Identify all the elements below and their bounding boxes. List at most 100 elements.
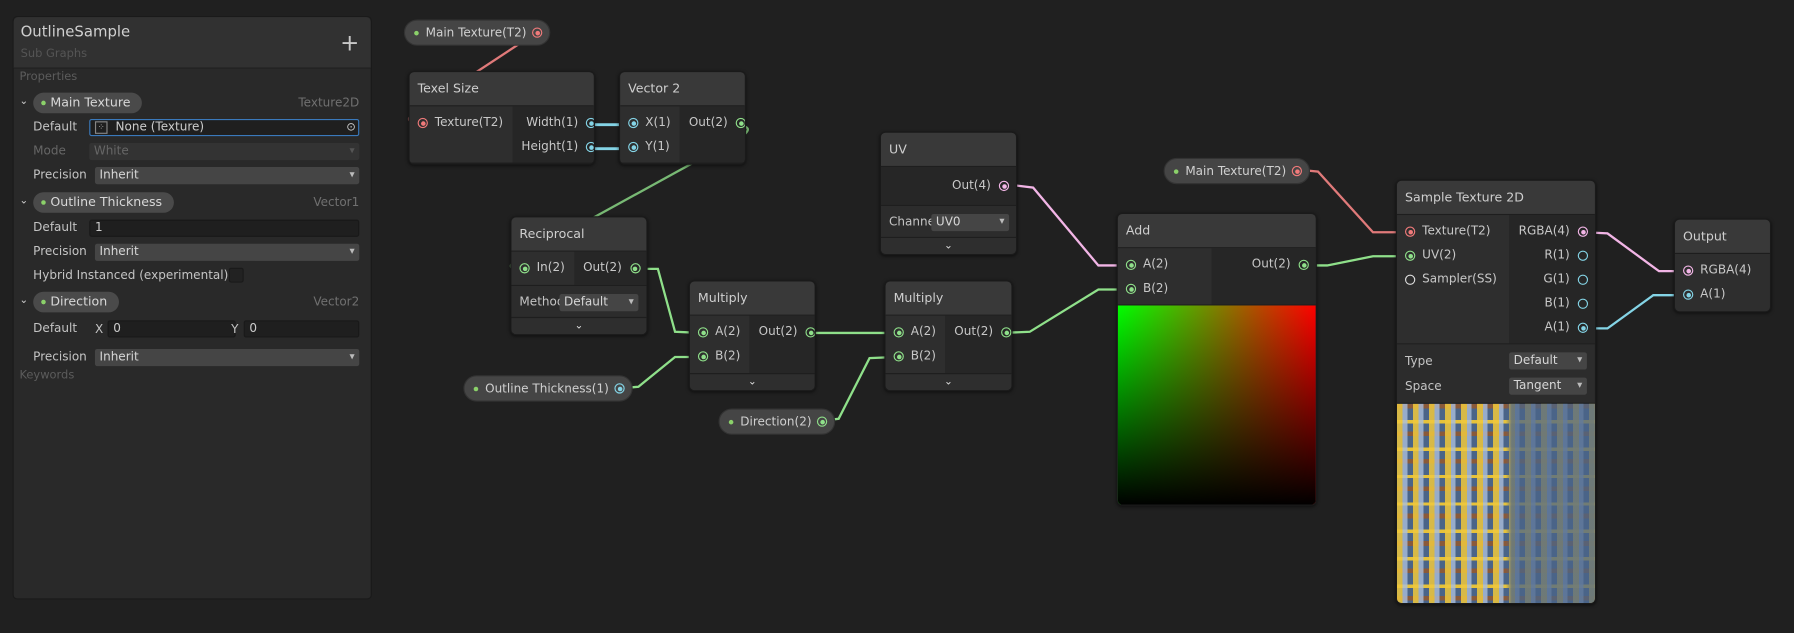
port-icon[interactable]: [417, 117, 428, 129]
port-icon[interactable]: [586, 117, 594, 129]
port-icon[interactable]: [1577, 250, 1589, 261]
port-icon[interactable]: [1404, 274, 1416, 285]
channel-dropdown[interactable]: UV0: [931, 213, 1010, 232]
main-texture-property-node[interactable]: Main Texture(T2): [1163, 157, 1311, 185]
port-icon[interactable]: [1577, 322, 1589, 333]
main-texture-property-node[interactable]: Main Texture(T2): [403, 19, 551, 46]
output-node[interactable]: Output RGBA(4) A(1): [1673, 218, 1772, 313]
port-icon[interactable]: [628, 141, 639, 153]
default-value-input[interactable]: 1: [89, 219, 360, 237]
port-icon[interactable]: [1298, 259, 1309, 271]
output-port[interactable]: RGBA(4): [1509, 220, 1594, 244]
precision-dropdown[interactable]: Inherit: [94, 243, 360, 261]
expand-chevron-icon[interactable]: ⌄: [511, 318, 647, 335]
input-port[interactable]: B(2): [886, 344, 946, 368]
port-icon[interactable]: [1577, 274, 1589, 285]
port-icon[interactable]: [805, 327, 815, 338]
output-port[interactable]: A(1): [1509, 316, 1594, 340]
port-icon[interactable]: [1577, 298, 1589, 309]
port-icon[interactable]: [998, 180, 1010, 192]
output-port[interactable]: R(1): [1509, 244, 1594, 268]
input-port[interactable]: B(2): [1118, 277, 1212, 301]
output-port[interactable]: Out(2): [574, 256, 647, 280]
port-icon[interactable]: [1577, 226, 1589, 237]
port-label: Texture(T2): [1422, 224, 1491, 238]
direction-property-node[interactable]: Direction(2): [718, 408, 836, 435]
add-property-button[interactable]: +: [340, 28, 360, 57]
space-dropdown[interactable]: Tangent: [1509, 377, 1587, 395]
precision-dropdown[interactable]: Inherit: [94, 167, 360, 185]
port-icon[interactable]: [1125, 283, 1137, 295]
output-port-icon[interactable]: [1291, 165, 1303, 177]
precision-dropdown[interactable]: Inherit: [94, 348, 360, 367]
port-icon[interactable]: [893, 327, 904, 338]
input-port[interactable]: In(2): [511, 256, 573, 280]
type-dropdown[interactable]: Default: [1509, 352, 1587, 370]
input-port[interactable]: Sampler(SS): [1397, 268, 1509, 292]
texel-size-node[interactable]: Texel Size Texture(T2) Width(1) Height(1…: [408, 70, 595, 165]
sample-texture-2d-node[interactable]: Sample Texture 2D Texture(T2) UV(2) Samp…: [1395, 179, 1597, 605]
output-port[interactable]: Height(1): [512, 135, 594, 159]
output-port-icon[interactable]: [532, 27, 543, 38]
output-port[interactable]: Out(2): [749, 320, 815, 344]
output-port-icon[interactable]: [614, 383, 625, 394]
port-icon[interactable]: [1683, 289, 1694, 300]
input-port[interactable]: RGBA(4): [1675, 259, 1770, 283]
chevron-down-icon[interactable]: ⌄: [19, 96, 29, 108]
multiply-node-1[interactable]: Multiply A(2) B(2) Out(2) ⌄: [688, 280, 816, 392]
input-port[interactable]: A(2): [886, 320, 946, 344]
input-port[interactable]: Texture(T2): [410, 111, 513, 135]
input-port[interactable]: UV(2): [1397, 244, 1509, 268]
output-port[interactable]: Out(4): [881, 174, 1016, 198]
expand-chevron-icon[interactable]: ⌄: [689, 374, 815, 391]
port-icon[interactable]: [1125, 259, 1137, 271]
port-icon[interactable]: [586, 141, 594, 153]
port-icon[interactable]: [735, 117, 745, 129]
output-port[interactable]: Width(1): [512, 111, 594, 135]
input-port[interactable]: B(2): [690, 344, 750, 368]
property-pill[interactable]: Outline Thickness: [33, 192, 174, 213]
port-icon[interactable]: [628, 117, 639, 129]
port-label: A(2): [1142, 257, 1169, 272]
port-icon[interactable]: [1404, 226, 1416, 237]
output-port[interactable]: Out(2): [680, 111, 745, 135]
input-port[interactable]: A(2): [690, 320, 750, 344]
port-icon[interactable]: [697, 327, 709, 338]
input-port[interactable]: Texture(T2): [1397, 220, 1509, 244]
port-icon[interactable]: [1404, 250, 1416, 261]
output-port-icon[interactable]: [817, 416, 828, 427]
output-port[interactable]: B(1): [1509, 292, 1594, 316]
property-pill[interactable]: Direction: [33, 291, 119, 313]
uv-node[interactable]: UV Out(4) Channel UV0 ⌄: [879, 131, 1018, 256]
reciprocal-node[interactable]: Reciprocal In(2) Out(2) Method Default ⌄: [510, 216, 648, 336]
expand-chevron-icon[interactable]: ⌄: [885, 374, 1012, 391]
x-value-input[interactable]: 0: [107, 320, 236, 338]
hybrid-instanced-checkbox[interactable]: [228, 267, 244, 283]
port-icon[interactable]: [1683, 265, 1694, 276]
texture-object-field[interactable]: ⁘ None (Texture) ⊙: [89, 118, 360, 137]
method-dropdown[interactable]: Default: [559, 294, 639, 312]
input-port[interactable]: A(2): [1118, 253, 1212, 277]
port-icon[interactable]: [629, 263, 641, 274]
port-icon[interactable]: [893, 351, 904, 362]
outline-thickness-property-node[interactable]: Outline Thickness(1): [463, 375, 633, 402]
port-icon[interactable]: [697, 351, 709, 362]
method-label: Method: [519, 295, 565, 309]
y-value-input[interactable]: 0: [243, 320, 360, 338]
output-port[interactable]: G(1): [1509, 268, 1594, 292]
output-port[interactable]: Out(2): [1212, 253, 1316, 277]
port-icon[interactable]: [1001, 327, 1012, 338]
add-node[interactable]: Add A(2) B(2) Out(2): [1116, 212, 1317, 506]
object-picker-icon[interactable]: ⊙: [346, 121, 356, 134]
input-port[interactable]: A(1): [1675, 283, 1770, 307]
property-pill[interactable]: Main Texture: [33, 92, 142, 114]
chevron-down-icon[interactable]: ⌄: [19, 195, 29, 208]
expand-chevron-icon[interactable]: ⌄: [880, 237, 1016, 254]
output-port[interactable]: Out(2): [945, 320, 1012, 344]
port-icon[interactable]: [519, 263, 530, 274]
input-port[interactable]: X(1): [620, 111, 680, 135]
vector2-node[interactable]: Vector 2 X(1) Y(1) Out(2): [618, 70, 746, 165]
input-port[interactable]: Y(1): [620, 135, 680, 159]
multiply-node-2[interactable]: Multiply A(2) B(2) Out(2) ⌄: [884, 280, 1013, 392]
chevron-down-icon[interactable]: ⌄: [19, 295, 29, 307]
